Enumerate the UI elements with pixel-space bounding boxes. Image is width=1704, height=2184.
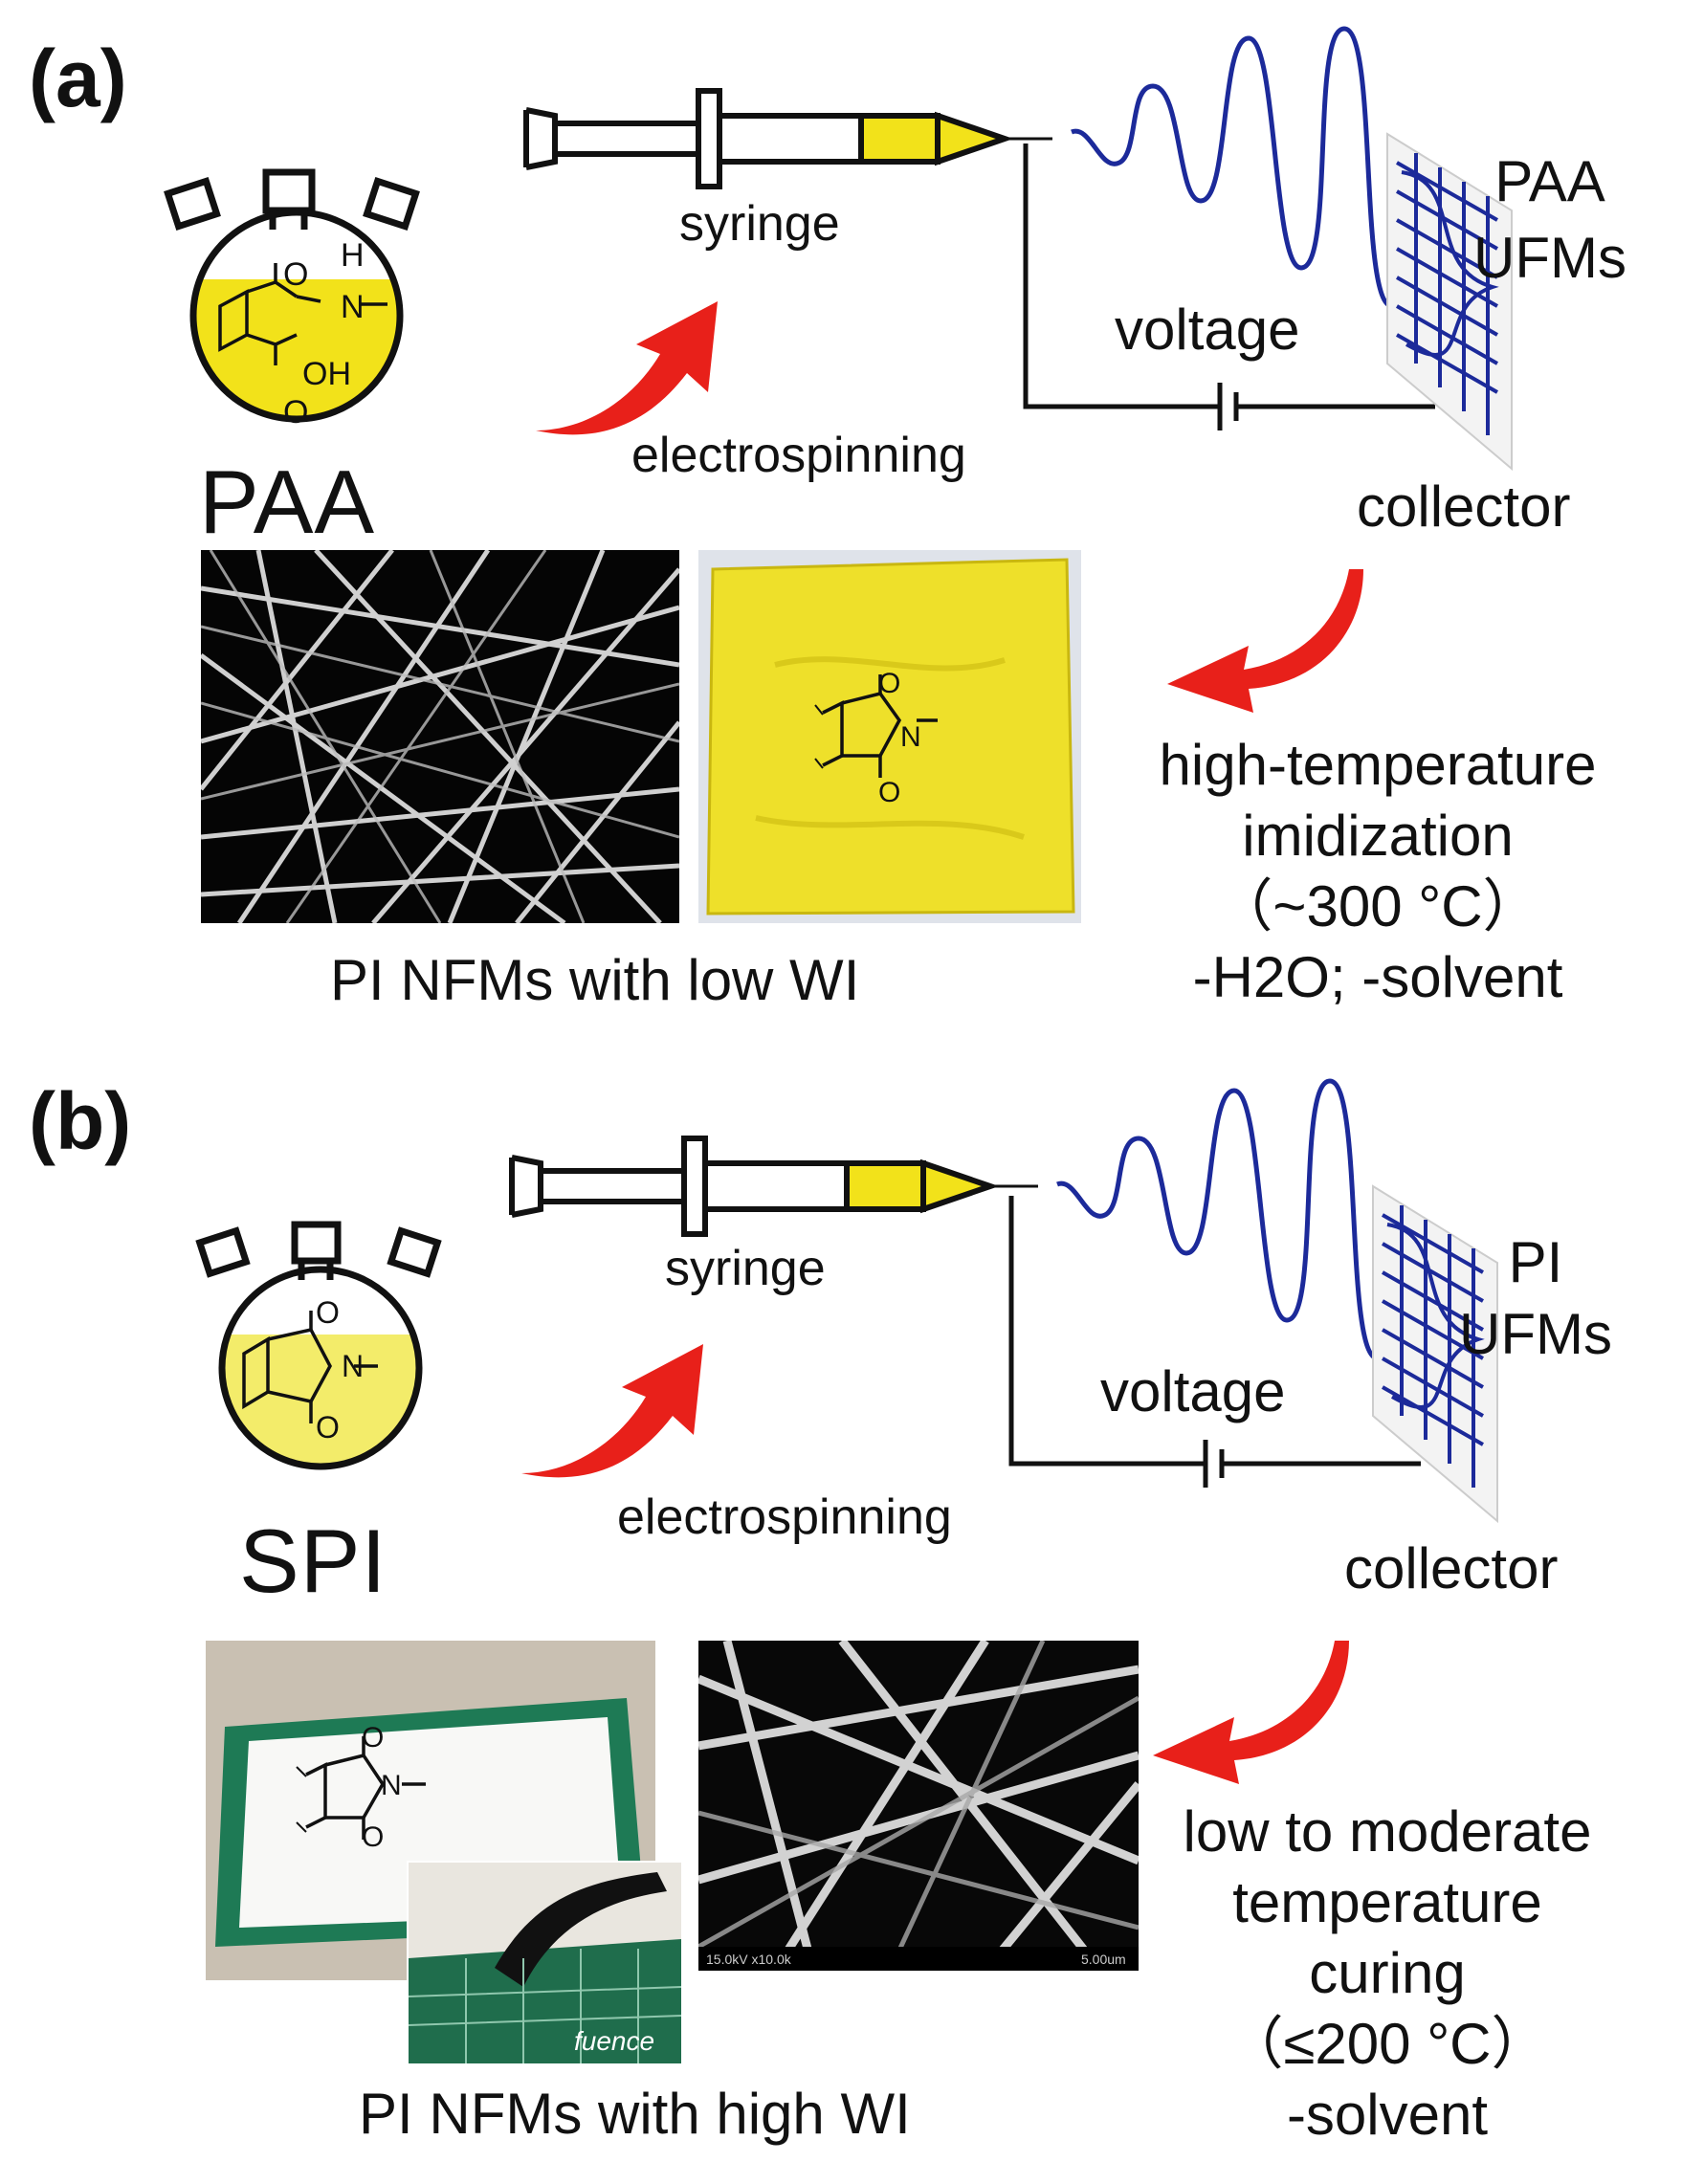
flask-spi	[195, 1221, 442, 1470]
sem-image-b: 15.0kV x10.0k 5.00um	[698, 1641, 1139, 1971]
flask-paa	[164, 168, 420, 423]
panel-a-label: (a)	[29, 33, 127, 123]
spi-n: N	[342, 1349, 365, 1383]
condition-b-1: low to moderate	[1183, 1799, 1592, 1864]
syringe-a	[523, 88, 1052, 189]
condition-b-4: （≤200 °C）	[1226, 2012, 1549, 2076]
paa-h: H	[341, 237, 365, 274]
sem-scale-right: 5.00um	[1081, 1952, 1126, 1967]
paa-o1: O	[283, 256, 309, 293]
product-caption-b: PI NFMs with high WI	[359, 2082, 911, 2146]
electrospinning-label-a: electrospinning	[631, 428, 966, 483]
sem-image-a	[201, 550, 679, 923]
syringe-b	[509, 1136, 1038, 1237]
arrow-imidization-a	[1167, 569, 1363, 713]
fiber-label-a-line1: PAA	[1494, 149, 1605, 213]
conditions-a: high-temperature imidization （~300 °C） -…	[1091, 737, 1665, 1006]
paa-o2: O	[283, 394, 309, 430]
product-caption-a: PI NFMs with low WI	[330, 948, 860, 1012]
spi-o1: O	[316, 1295, 340, 1330]
precursor-paa-label: PAA	[199, 452, 376, 552]
condition-b-5: -solvent	[1286, 2083, 1489, 2147]
panel-b-label: (b)	[29, 1076, 132, 1166]
product-o1-a: O	[878, 668, 901, 699]
fiber-label-b-line1: PI	[1508, 1230, 1563, 1294]
membrane-photo-a	[698, 550, 1081, 923]
conditions-b: low to moderate temperature curing （≤200…	[1100, 1803, 1674, 2144]
circuit-jet-b	[1008, 1078, 1498, 1524]
precursor-spi-label: SPI	[239, 1511, 387, 1611]
condition-a-2: imidization	[1242, 804, 1514, 868]
voltage-label-b: voltage	[1100, 1359, 1286, 1423]
condition-a-4: -H2O; -solvent	[1192, 945, 1563, 1009]
paa-n: N	[341, 289, 365, 325]
syringe-label-a: syringe	[679, 196, 840, 252]
fiber-label-a-line2: UFMs	[1473, 226, 1627, 290]
collector-label-a: collector	[1357, 474, 1571, 539]
voltage-label-a: voltage	[1115, 298, 1300, 362]
condition-b-3: curing	[1309, 1941, 1466, 2005]
inset-photo-b	[407, 1861, 683, 2065]
spi-o2: O	[316, 1410, 340, 1445]
product-n-a: N	[900, 721, 921, 753]
product-n-b: N	[381, 1770, 402, 1801]
product-o2-a: O	[878, 777, 901, 808]
condition-b-2: temperature	[1232, 1870, 1542, 1934]
arrow-curing-b	[1153, 1641, 1349, 1784]
collector-label-b: collector	[1344, 1536, 1559, 1600]
fiber-label-b-line2: UFMs	[1459, 1302, 1612, 1366]
syringe-label-b: syringe	[665, 1241, 826, 1296]
condition-a-3: （~300 °C）	[1215, 874, 1540, 938]
product-o2-b: O	[362, 1821, 385, 1853]
circuit-jet-a	[1023, 26, 1513, 472]
paa-oh: OH	[302, 356, 351, 392]
arrow-electrospinning-a	[536, 301, 718, 435]
product-o1-b: O	[362, 1722, 385, 1754]
sem-scale-left: 15.0kV x10.0k	[706, 1952, 791, 1967]
electrospinning-label-b: electrospinning	[617, 1489, 952, 1545]
condition-a-1: high-temperature	[1159, 733, 1597, 797]
inset-photo-text: fuence	[574, 2026, 655, 2056]
arrow-electrospinning-b	[521, 1344, 703, 1478]
